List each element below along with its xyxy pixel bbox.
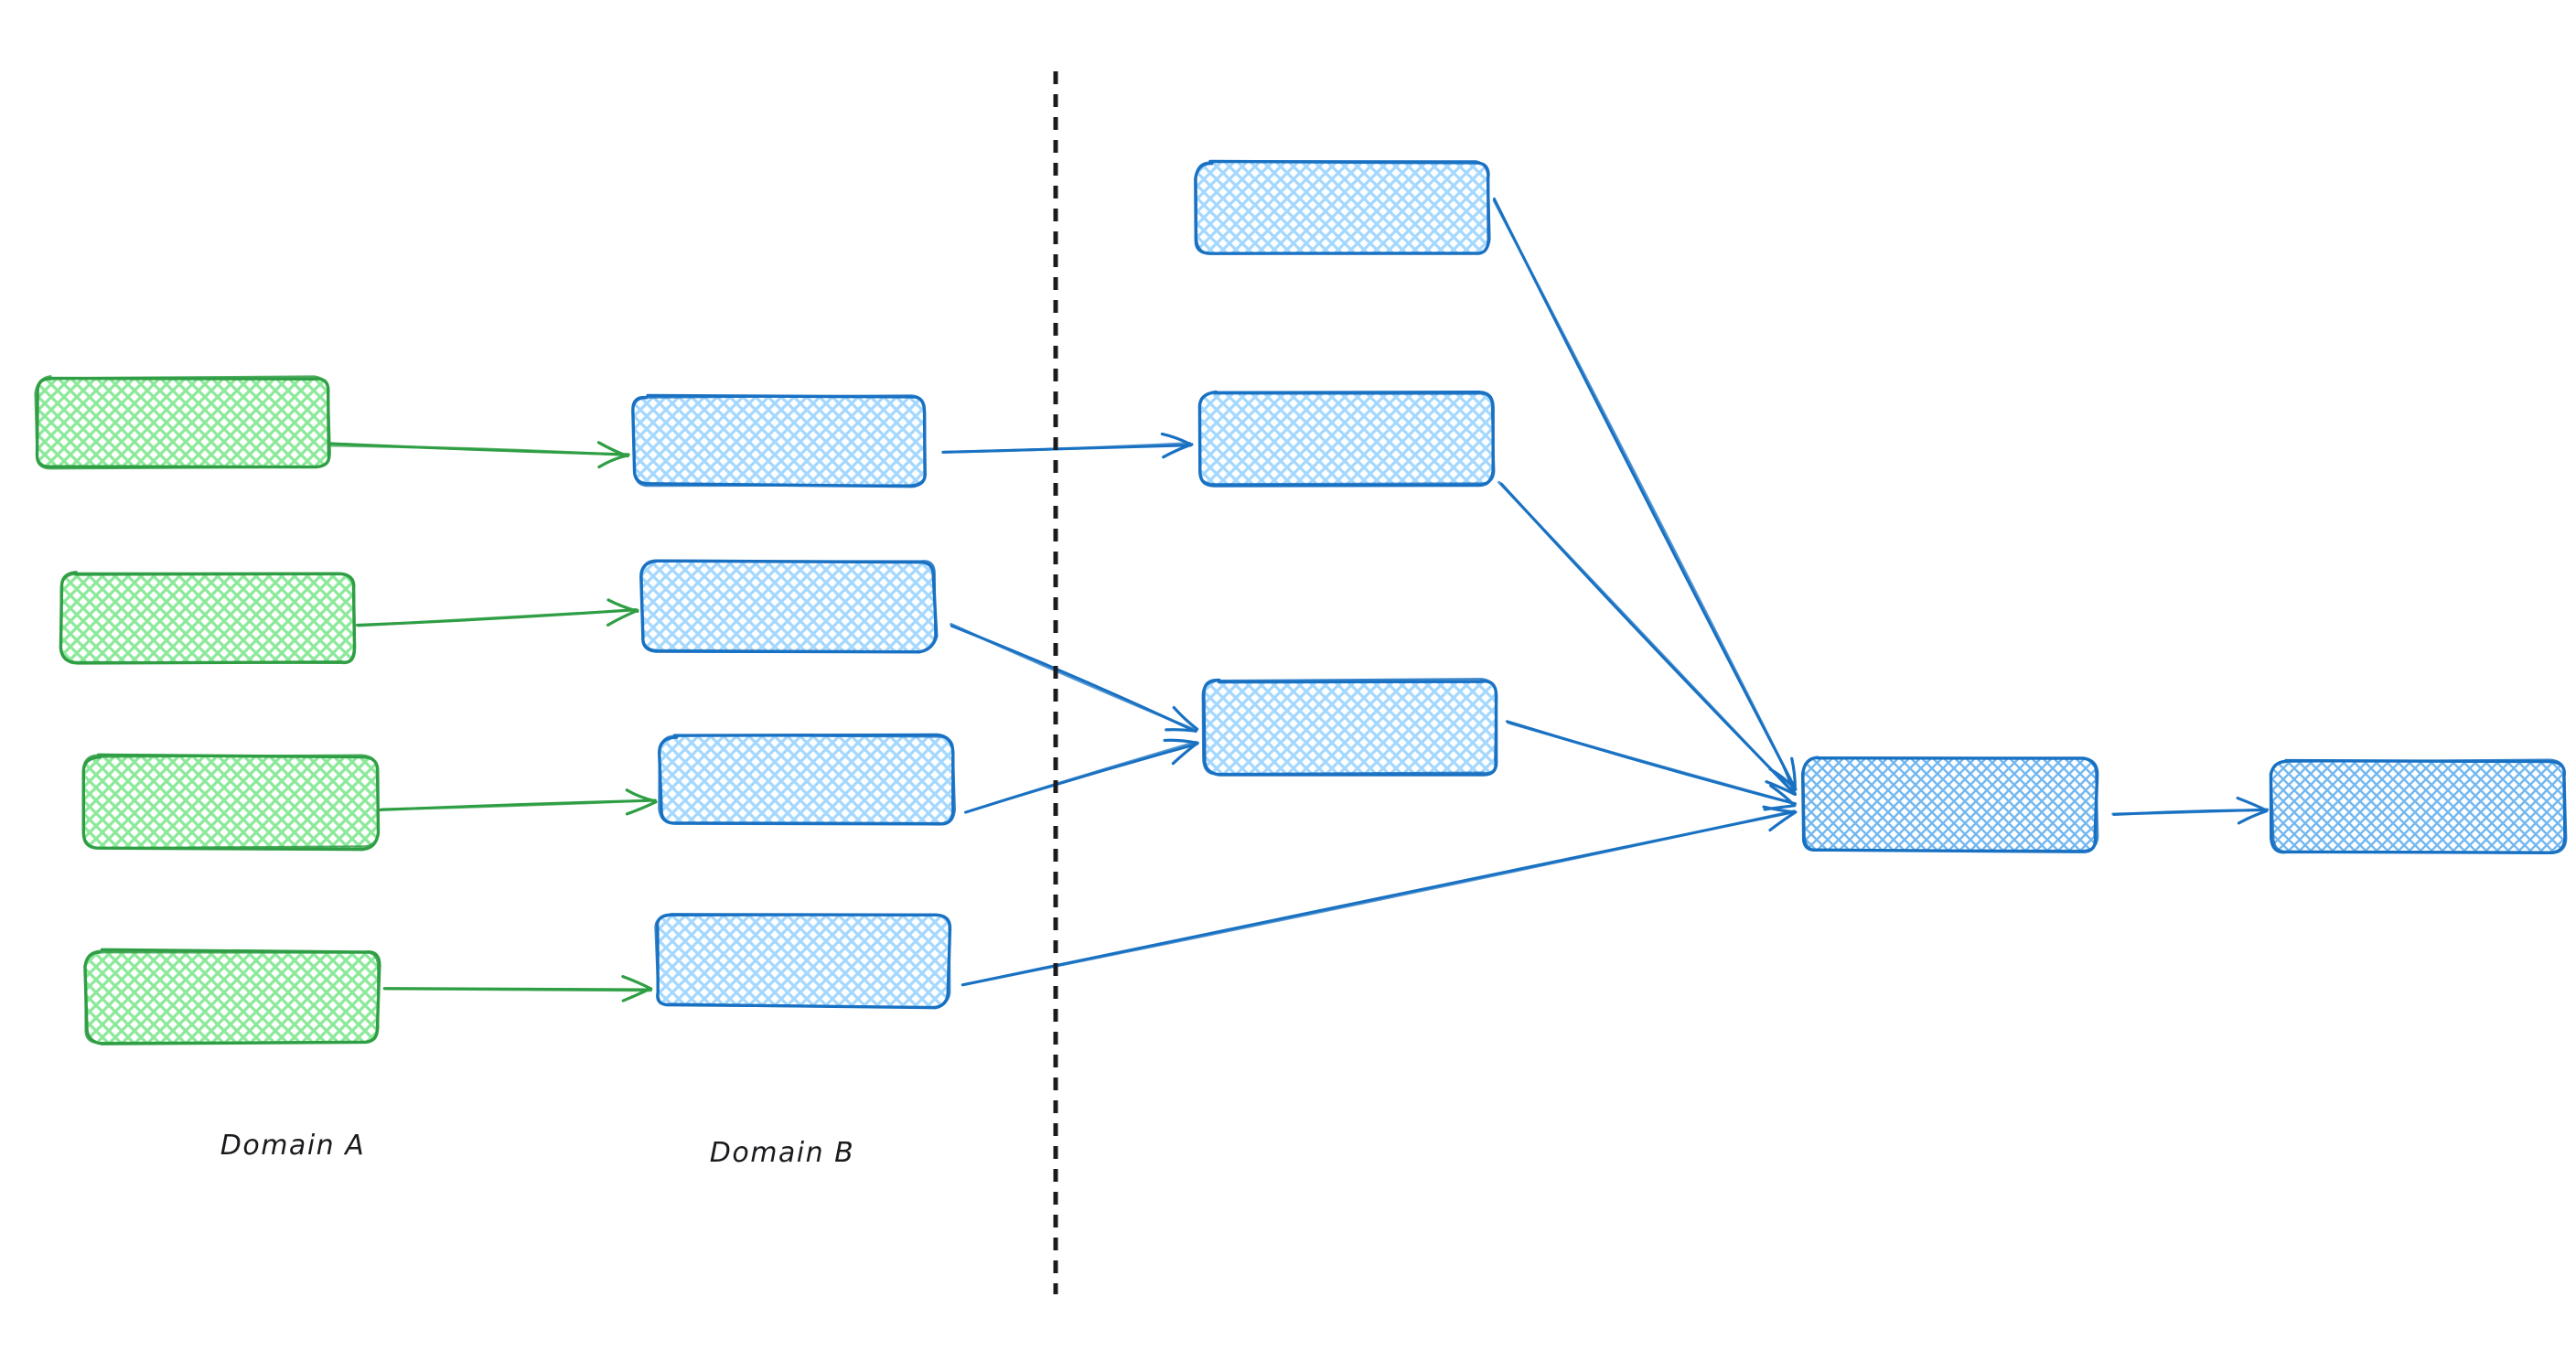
edge-line xyxy=(964,740,1197,814)
edge-line xyxy=(328,444,629,457)
edges-layer xyxy=(328,197,2270,1002)
node-fill xyxy=(642,561,935,650)
edge-line xyxy=(383,987,652,992)
node-a-src-1[interactable] xyxy=(34,375,332,470)
edge-line xyxy=(357,608,639,627)
edge-arrowhead xyxy=(1790,756,1797,789)
edge-line xyxy=(1507,721,1798,806)
node-a-src-3[interactable] xyxy=(81,753,381,852)
edge-e2 xyxy=(355,598,639,627)
edge-line xyxy=(380,799,657,811)
edge-line xyxy=(950,623,1198,733)
edge-e8 xyxy=(1492,197,1798,791)
edge-arrowhead xyxy=(621,974,653,991)
edge-e12 xyxy=(2111,796,2270,825)
edge-arrowhead xyxy=(1782,764,1798,797)
node-outline xyxy=(640,559,937,653)
edge-arrowhead xyxy=(621,987,652,1002)
node-b-top[interactable] xyxy=(1194,159,1491,255)
edge-e6 xyxy=(950,623,1199,733)
node-b-mid-1[interactable] xyxy=(1197,390,1496,488)
edge-line xyxy=(961,809,1796,987)
node-b-hub[interactable] xyxy=(1800,756,2099,853)
node-outline xyxy=(1802,756,2099,852)
edge-arrowhead xyxy=(2236,796,2269,812)
node-fill xyxy=(1197,163,1489,254)
edge-line xyxy=(1492,198,1798,791)
node-fill xyxy=(2272,761,2565,852)
node-fill xyxy=(37,378,329,467)
node-outline xyxy=(84,949,380,1045)
node-fill xyxy=(1204,681,1497,774)
node-fill xyxy=(633,397,926,485)
edge-arrowhead xyxy=(597,454,628,469)
edge-arrowhead xyxy=(1769,784,1796,808)
edge-arrowhead xyxy=(2237,809,2269,825)
node-fill xyxy=(657,915,950,1006)
domain-a-label: Domain A xyxy=(220,1130,365,1162)
node-b-out[interactable] xyxy=(2269,758,2568,854)
edge-arrowhead xyxy=(1765,780,1797,797)
edge-arrowhead xyxy=(625,788,657,803)
edge-arrowhead xyxy=(625,800,658,816)
edge-e5 xyxy=(941,432,1194,459)
domain-b-label: Domain B xyxy=(710,1137,855,1169)
edge-line xyxy=(1497,480,1796,795)
edge-e3 xyxy=(378,788,658,816)
node-fill xyxy=(86,951,379,1043)
node-a-src-2[interactable] xyxy=(59,571,357,665)
edge-line xyxy=(2111,808,2270,816)
edge-arrowhead xyxy=(606,608,639,627)
node-fill xyxy=(660,736,953,824)
node-a-mid-1[interactable] xyxy=(631,393,927,488)
node-outline xyxy=(658,734,956,826)
edge-e1 xyxy=(328,441,630,469)
edge-arrowhead xyxy=(1172,705,1199,731)
node-outline xyxy=(1195,160,1491,255)
edge-arrowhead xyxy=(1165,728,1197,733)
node-a-mid-2[interactable] xyxy=(639,559,939,654)
edge-line xyxy=(941,442,1192,454)
node-fill xyxy=(62,573,355,663)
edge-e10 xyxy=(1505,720,1798,811)
edge-arrowhead xyxy=(1762,805,1796,814)
node-fill xyxy=(84,756,377,848)
node-fill xyxy=(1804,759,2097,851)
node-b-mid-2[interactable] xyxy=(1201,678,1498,777)
node-fill xyxy=(1200,393,1493,485)
node-outline xyxy=(34,375,332,470)
node-a-mid-3[interactable] xyxy=(658,733,956,826)
node-outline xyxy=(59,572,357,665)
node-a-src-4[interactable] xyxy=(83,948,381,1045)
edge-arrowhead xyxy=(1171,741,1199,766)
edge-arrowhead xyxy=(1160,432,1192,446)
edge-e11 xyxy=(961,805,1798,987)
node-a-mid-4[interactable] xyxy=(654,913,952,1010)
node-outline xyxy=(631,394,927,488)
node-outline xyxy=(1198,391,1496,486)
edge-e7 xyxy=(964,738,1199,814)
edge-e4 xyxy=(382,974,653,1002)
edge-arrowhead xyxy=(606,598,639,613)
edge-arrowhead xyxy=(1163,738,1199,745)
labels-layer: Domain A Domain B xyxy=(220,1130,855,1169)
node-outline xyxy=(654,913,951,1009)
edge-e9 xyxy=(1497,480,1798,797)
node-outline xyxy=(2270,758,2568,854)
nodes-layer xyxy=(34,159,2568,1045)
edge-arrowhead xyxy=(596,441,629,458)
node-outline xyxy=(81,754,380,850)
node-outline xyxy=(1201,678,1498,776)
